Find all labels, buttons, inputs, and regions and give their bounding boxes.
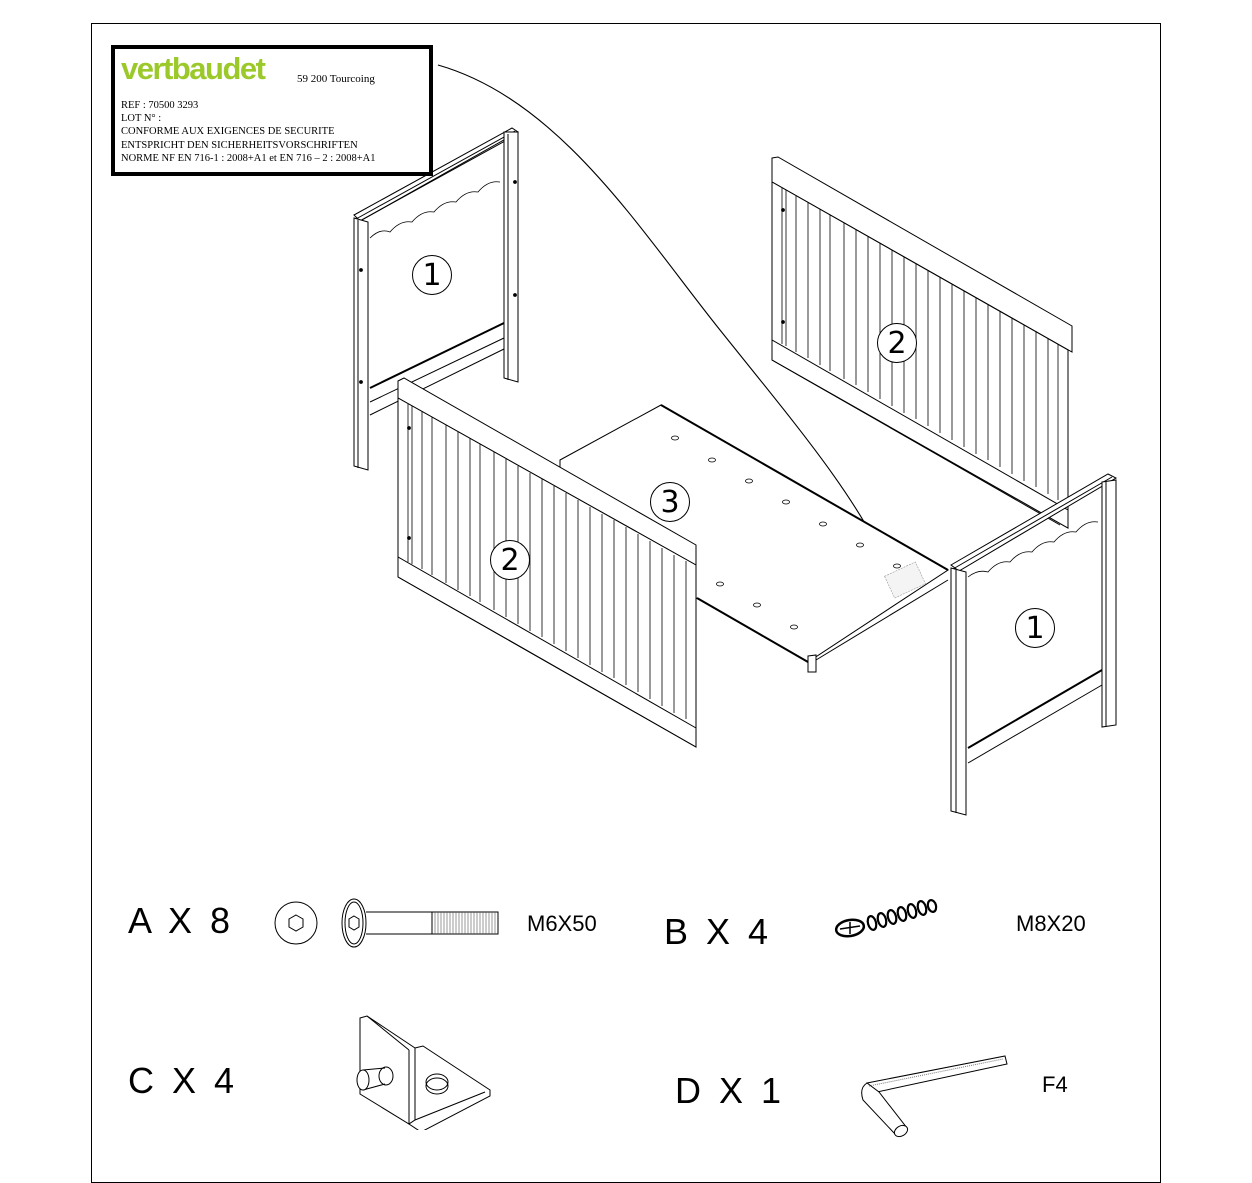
part-number-side-rail-back: 2 [877,323,917,363]
leader-line [437,64,894,579]
side-rail-front-drawing [397,377,697,748]
label-lot: LOT N° : [121,113,162,125]
headboard-right-drawing [950,473,1118,816]
label-text: REF : 70500 3293 LOT N° : CONFORME AUX E… [121,99,376,165]
hardware-b-quantity: B X 4 [664,911,773,952]
safety-sticker [884,561,926,599]
mattress-base-drawing [559,404,949,673]
headboard-left-drawing [353,127,519,471]
hex-bolt-icon [274,898,499,948]
phillips-screw-icon [834,899,938,938]
part-number-headboard-left: 1 [412,255,452,295]
hardware-d-spec: F4 [1042,1072,1068,1097]
label-conformity-de: ENTSPRICHT DEN SICHERHEITSVORSCHRIFTEN [121,139,358,151]
hardware-d-quantity: D X 1 [675,1070,786,1111]
label-conformity-fr: CONFORME AUX EXIGENCES DE SECURITE [121,126,335,138]
part-number-mattress-base: 3 [650,482,690,522]
brand-logo: vertbaudet [121,51,266,86]
hardware-b-spec: M8X20 [1016,911,1086,936]
brand-city: 59 200 Tourcoing [297,73,375,85]
crib-exploded-drawing [353,64,1118,816]
part-number-side-rail-front: 2 [490,540,530,580]
angle-bracket-icon [356,1015,491,1130]
allen-key-icon [861,1055,1008,1138]
part-number-headboard-right: 1 [1015,608,1055,648]
hardware-a-spec: M6X50 [527,911,597,936]
product-label: vertbaudet 59 200 Tourcoing REF : 70500 … [111,45,433,176]
label-norm: NORME NF EN 716-1 : 2008+A1 et EN 716 – … [121,152,376,164]
hardware-c-quantity: C X 4 [128,1060,239,1101]
hardware-a-quantity: A X 8 [128,900,235,941]
side-rail-back-drawing [771,156,1073,529]
label-ref: REF : 70500 3293 [121,100,199,111]
